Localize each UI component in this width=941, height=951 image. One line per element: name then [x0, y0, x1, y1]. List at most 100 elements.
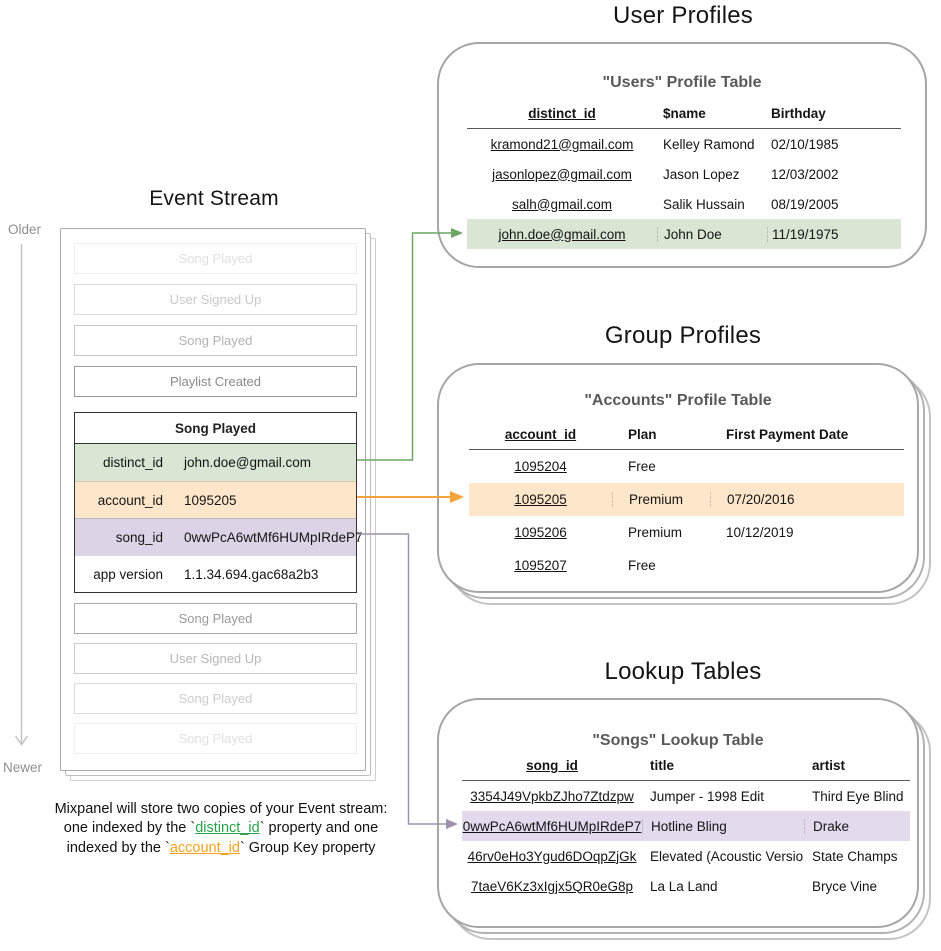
account-id-reference: account_id: [169, 839, 240, 856]
caption-line: Mixpanel will store two copies of your E…: [25, 800, 417, 819]
table-cell: john.doe@gmail.com: [498, 226, 626, 242]
table-cell: Premium: [612, 492, 710, 507]
table-row: 46rv0eHo3Ygud6DOqpZjGk Elevated (Acoustic…: [462, 841, 910, 871]
users-profile-card: "Users" Profile Table distinct_id $name Bi…: [437, 42, 927, 268]
table-cell: Third Eye Blind: [812, 788, 904, 804]
property-value: 1.1.34.694.gac68a2b3: [184, 566, 319, 582]
table-body: kramond21@gmail.com Kelley Ramond 02/10/19…: [467, 129, 901, 249]
table-cell: State Champs: [812, 848, 898, 864]
expanded-event-title: Song Played: [75, 413, 356, 444]
table-cell: 1095206: [514, 525, 567, 540]
songs-table-title: "Songs" Lookup Table: [592, 732, 764, 749]
table-header-row: distinct_id $name Birthday: [467, 106, 901, 129]
table-cell: Kelley Ramond: [663, 136, 755, 152]
property-value: 1095205: [184, 492, 237, 508]
table-cell: Premium: [628, 525, 683, 540]
table-cell: 1095204: [514, 459, 567, 474]
table-row: 1095204 Free: [469, 450, 904, 483]
table-cell: 1095207: [514, 558, 567, 573]
table-row: salh@gmail.com Salik Hussain 08/19/2005: [467, 189, 901, 219]
user-profiles-title: User Profiles: [613, 2, 753, 29]
table-cell: 1095205: [514, 492, 567, 507]
accounts-table-title: "Accounts" Profile Table: [584, 392, 772, 409]
distinct-id-reference: distinct_id: [195, 820, 260, 837]
column-header: account_id: [504, 427, 577, 442]
caption-text: one indexed by the `: [63, 820, 196, 837]
event-property-row: app version 1.1.34.694.gac68a2b3: [75, 555, 356, 592]
event-box: User Signed Up: [74, 643, 357, 674]
table-cell: 12/03/2002: [771, 166, 839, 182]
table-cell: 46rv0eHo3Ygud6DOqpZjGk: [467, 848, 637, 864]
column-header: artist: [812, 758, 846, 773]
column-header: Plan: [628, 427, 657, 442]
table-row: 1095206 Premium 10/12/2019: [469, 516, 904, 549]
table-cell: 0wwPcA6wtMf6HUMpIRdeP7: [462, 818, 642, 834]
event-box: Song Played: [74, 603, 357, 634]
table-cell: jasonlopez@gmail.com: [492, 166, 632, 182]
table-cell: salh@gmail.com: [512, 196, 612, 212]
table-row: 1095207 Free: [469, 549, 904, 582]
property-key: distinct_id: [102, 455, 163, 470]
table-header-row: account_id Plan First Payment Date: [469, 427, 904, 450]
event-box: User Signed Up: [74, 284, 357, 315]
accounts-table: account_id Plan First Payment Date 1095204…: [469, 427, 904, 582]
table-cell: 02/10/1985: [771, 136, 839, 152]
table-cell: La La Land: [650, 878, 718, 894]
column-header: distinct_id: [528, 106, 596, 121]
newer-label: Newer: [3, 760, 43, 775]
table-row: jasonlopez@gmail.com Jason Lopez 12/03/200…: [467, 159, 901, 189]
property-key: account_id: [97, 492, 163, 508]
caption: Mixpanel will store two copies of your E…: [25, 800, 417, 858]
users-table-title: "Users" Profile Table: [602, 74, 762, 91]
table-cell: Salik Hussain: [663, 196, 745, 212]
caption-line: one indexed by the `distinct_id` propert…: [25, 819, 417, 838]
table-cell: kramond21@gmail.com: [490, 136, 634, 152]
users-table: distinct_id $name Birthday kramond21@gmail…: [467, 106, 901, 249]
property-key: app version: [93, 566, 163, 582]
event-box: Song Played: [74, 723, 357, 754]
table-cell: 08/19/2005: [771, 196, 839, 212]
column-header: $name: [663, 106, 706, 121]
lookup-tables-title: Lookup Tables: [604, 658, 762, 685]
event-box: Song Played: [74, 243, 357, 274]
caption-text: Mixpanel will store two copies of your E…: [54, 801, 388, 817]
table-cell: 7taeV6Kz3xIgjx5QR0eG8p: [470, 878, 634, 894]
table-cell: 10/12/2019: [726, 525, 794, 540]
table-cell: Hotline Bling: [642, 818, 804, 834]
table-cell: Elevated (Acoustic Version): [650, 848, 804, 864]
table-cell: 3354J49VpkbZJho7Ztdzpw: [470, 788, 634, 804]
event-box: Song Played: [74, 325, 357, 356]
column-header: title: [650, 758, 675, 773]
event-property-row: account_id 1095205: [75, 481, 356, 518]
table-row: kramond21@gmail.com Kelley Ramond 02/10/19…: [467, 129, 901, 159]
event-box: Song Played: [74, 683, 357, 714]
table-cell: Jason Lopez: [663, 166, 740, 182]
older-label: Older: [8, 222, 42, 237]
table-cell: 11/19/1975: [767, 226, 901, 242]
caption-text: indexed by the `: [66, 839, 170, 856]
group-profiles-title: Group Profiles: [604, 322, 762, 349]
column-header: song_id: [526, 758, 578, 773]
property-value: 0wwPcA6wtMf6HUMpIRdeP7: [184, 529, 363, 545]
table-cell: John Doe: [657, 226, 767, 242]
table-cell: Free: [628, 459, 656, 474]
table-header-row: song_id title artist: [462, 758, 910, 781]
column-header: First Payment Date: [726, 427, 849, 442]
table-cell: Free: [628, 558, 656, 573]
caption-text: ` property and one: [259, 820, 379, 837]
property-key: song_id: [115, 529, 163, 545]
column-header: Birthday: [771, 106, 826, 121]
